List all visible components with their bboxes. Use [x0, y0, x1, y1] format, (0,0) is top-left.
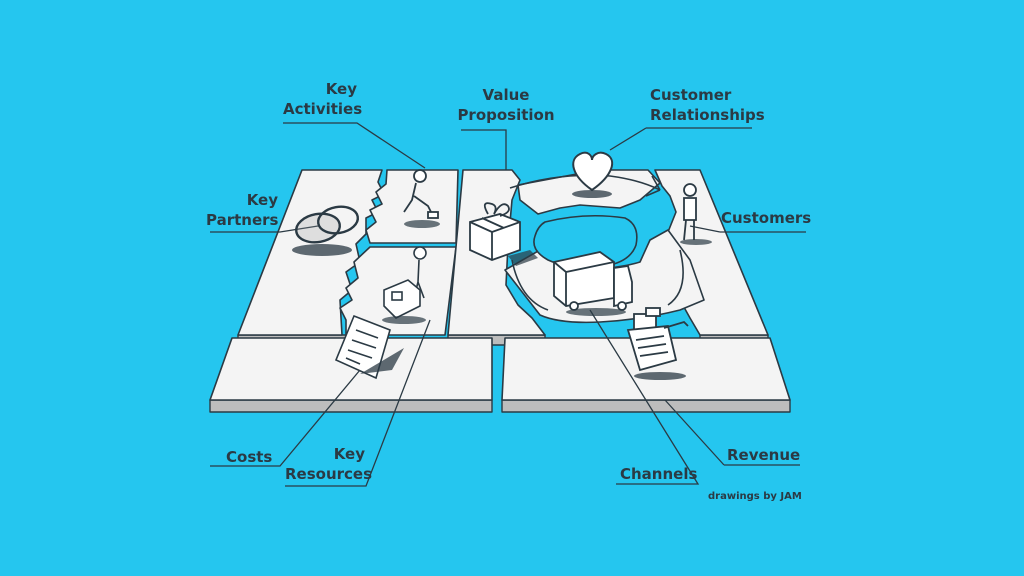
- tile-key-activities: [365, 169, 459, 244]
- tiles: [209, 169, 791, 401]
- label-customer-relationships: Customer Relationships: [650, 86, 765, 124]
- truck-icon: [553, 251, 633, 316]
- heart-icon: [572, 151, 614, 198]
- rings-icon: [292, 205, 360, 256]
- cash-register-icon: [626, 307, 689, 380]
- label-channels: Channels: [620, 465, 698, 483]
- invoice-icon: [334, 314, 404, 380]
- tile-costs: [209, 337, 493, 401]
- worker-icon: [403, 169, 440, 228]
- label-revenue: Revenue: [727, 446, 801, 464]
- label-key-resources: Key Resources: [285, 445, 373, 483]
- gift-icon: [469, 202, 538, 266]
- pointer-lines: [210, 122, 806, 487]
- label-key-activities: Key Activities: [283, 80, 363, 118]
- machine-icon: [382, 246, 427, 324]
- customer-person-icon: [680, 183, 712, 245]
- label-costs: Costs: [226, 448, 273, 466]
- credit-text: drawings by JAM: [708, 491, 802, 502]
- label-value-proposition: Value Proposition: [457, 86, 555, 124]
- label-key-partners: Key Partners: [206, 191, 279, 229]
- label-customers: Customers: [721, 209, 812, 227]
